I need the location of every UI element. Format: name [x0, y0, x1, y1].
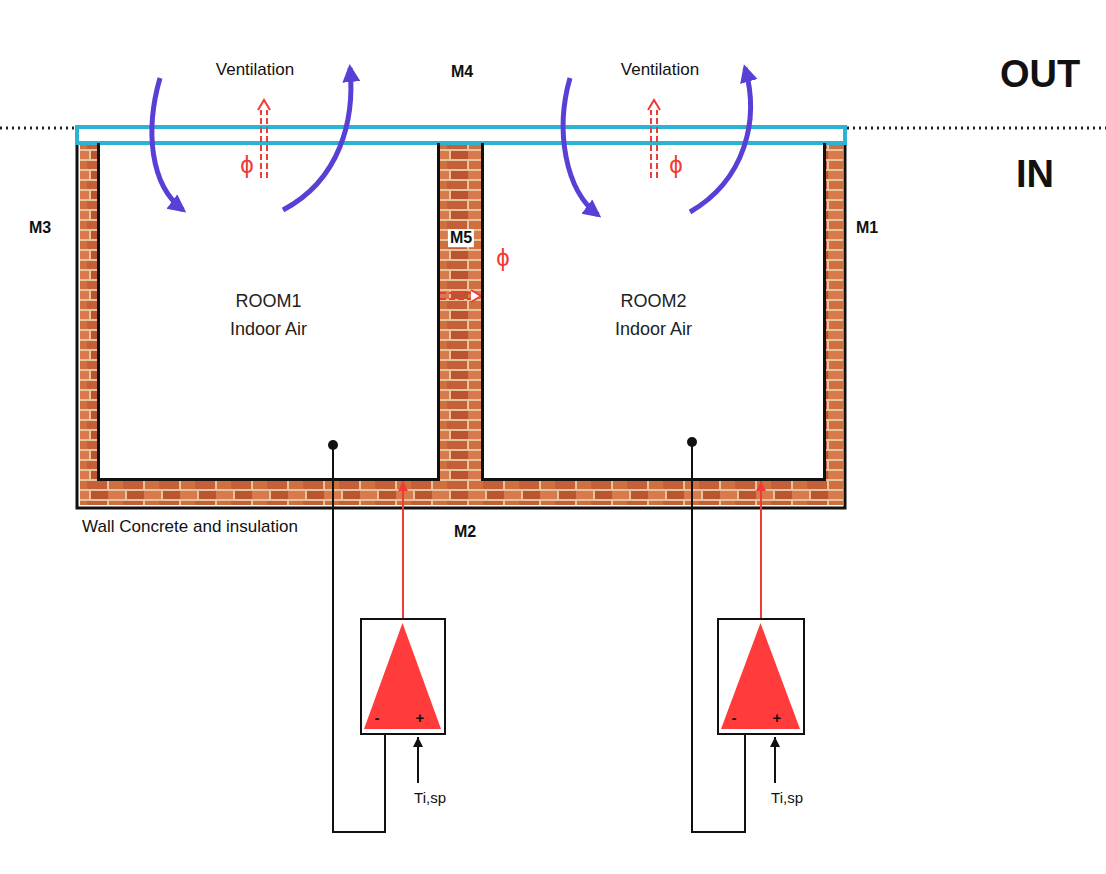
room-title: ROOM1 — [235, 287, 301, 315]
feedback-wire — [333, 481, 385, 832]
ground-line — [0, 127, 75, 130]
zone-label: IN — [1016, 154, 1054, 196]
ventilation-arrow — [283, 68, 351, 210]
room-subtitle: Indoor Air — [230, 315, 307, 343]
control-signal-arrow — [761, 481, 762, 618]
setpoint-arrow — [774, 737, 776, 783]
brick-wall — [80, 143, 98, 505]
roof-bar — [77, 127, 845, 143]
brick-wall — [440, 143, 482, 505]
room-box: ROOM1Indoor Air — [97, 143, 440, 481]
heat-flux-line — [260, 110, 262, 178]
sensor-wire — [332, 445, 334, 481]
heat-flux-head — [654, 100, 655, 178]
heat-flux-line — [440, 298, 472, 300]
heat-flux-line — [650, 110, 652, 178]
control-signal-arrow — [402, 481, 404, 618]
feedback-wire — [692, 481, 745, 832]
controller-box: -+ — [360, 618, 446, 735]
room-box: ROOM2Indoor Air — [481, 143, 826, 481]
setpoint-label: Ti,sp — [771, 790, 803, 807]
input-sign: + — [773, 710, 782, 725]
wall-label: M2 — [454, 523, 476, 541]
ground-line — [847, 127, 1106, 130]
sensor-wire — [691, 442, 693, 481]
heat-flux-head — [264, 100, 265, 178]
ventilation-label: Ventilation — [621, 61, 699, 80]
wall-label: M3 — [29, 219, 51, 237]
heat-flux-line — [266, 110, 268, 178]
wall-label: M1 — [856, 219, 878, 237]
heat-flux-head — [440, 296, 481, 297]
heat-flux-line — [440, 292, 472, 294]
wall-note: Wall Concrete and insulation — [82, 518, 298, 537]
room-title: ROOM2 — [620, 287, 686, 315]
heat-flux-arrow — [440, 293, 481, 299]
zone-label: OUT — [1000, 54, 1080, 96]
amplifier-triangle — [721, 623, 800, 729]
brick-wall — [825, 143, 843, 505]
outer-outline — [77, 143, 845, 508]
control-signal-arrow — [403, 481, 404, 618]
ventilation-arrow — [152, 78, 183, 210]
heat-flux-symbol: ϕ — [240, 152, 253, 178]
heat-flux-line — [656, 110, 658, 178]
wall-label: M4 — [451, 63, 473, 81]
control-signal-arrow — [760, 481, 762, 618]
setpoint-label: Ti,sp — [414, 790, 446, 807]
feedback-wire — [692, 481, 745, 832]
amplifier-triangle — [362, 620, 444, 733]
ventilation-label: Ventilation — [216, 61, 294, 80]
setpoint-arrow — [417, 737, 419, 783]
input-sign: - — [732, 710, 737, 725]
heat-flux-symbol: ϕ — [669, 152, 682, 178]
feedback-wire — [333, 481, 385, 832]
ventilation-arrow — [690, 68, 750, 212]
input-sign: - — [375, 710, 380, 725]
amplifier-triangle — [364, 623, 441, 729]
edge-label: ϕ — [496, 245, 509, 271]
controller-box: -+ — [717, 618, 805, 735]
wall-label: M5 — [448, 229, 474, 247]
amplifier-triangle — [719, 620, 803, 733]
room-subtitle: Indoor Air — [615, 315, 692, 343]
input-sign: + — [416, 710, 425, 725]
ventilation-arrow — [563, 78, 598, 215]
